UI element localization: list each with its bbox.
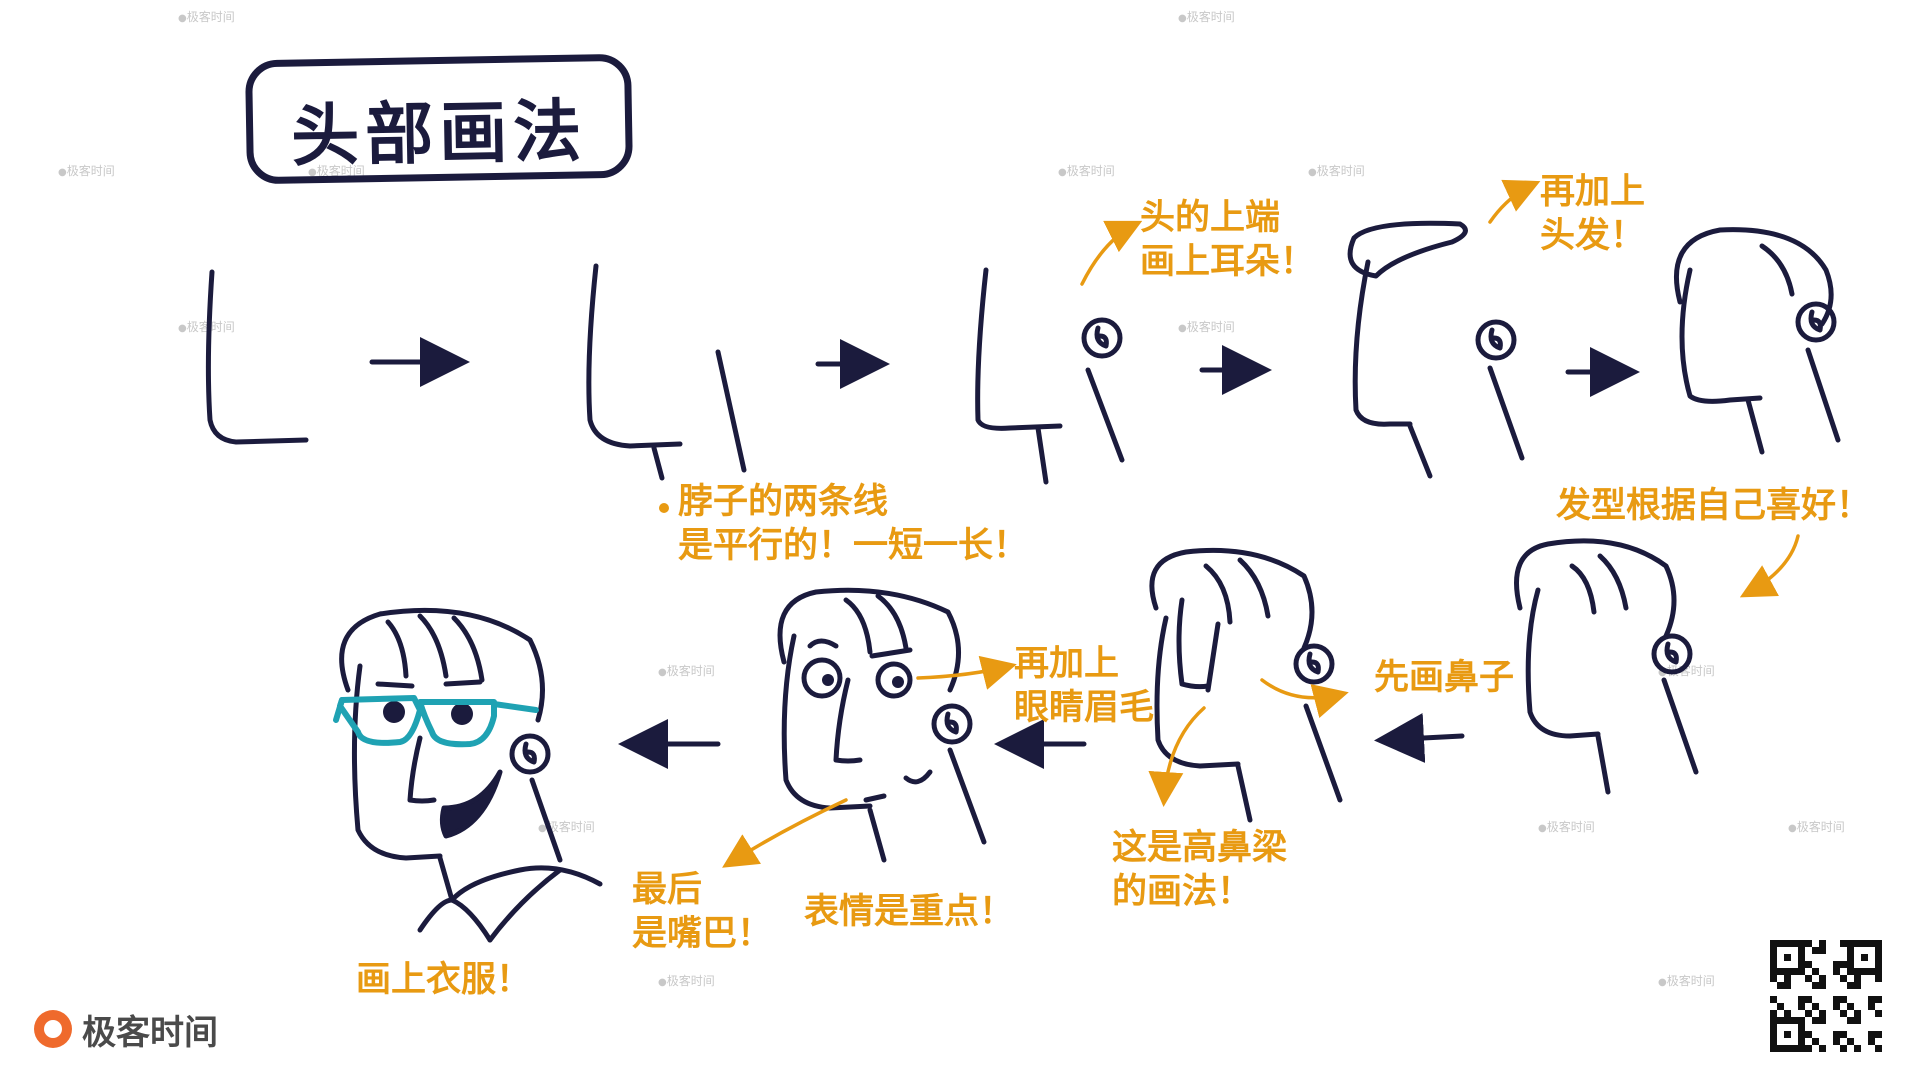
step-6-nose (1514, 538, 1699, 795)
watermark: 极客时间 (58, 162, 115, 179)
step-3-ear (975, 267, 1125, 485)
watermark: 极客时间 (1178, 8, 1235, 25)
step-8-eyes-expression (777, 587, 987, 863)
watermark: 极客时间 (1658, 662, 1715, 679)
note-hairstyle: 发型根据自己喜好！ (1556, 486, 1872, 526)
step-4-hair (1347, 220, 1525, 479)
bullet-dot (659, 503, 669, 513)
step-5-hairstyle (1674, 227, 1841, 455)
step-9-final-portrait (339, 607, 603, 943)
watermark: 极客时间 (658, 972, 715, 989)
watermark: 极客时间 (1788, 818, 1845, 835)
watermark: 极客时间 (308, 162, 365, 179)
step-2-face-neck (586, 263, 747, 481)
watermark: 极客时间 (538, 818, 595, 835)
brand-logo: 极客时间 (34, 1004, 218, 1054)
note-nose-bridge: 这是高鼻梁 的画法！ (1112, 828, 1288, 912)
callout-arrows (722, 179, 1800, 868)
brand-name: 极客时间 (82, 1012, 218, 1053)
glasses (333, 695, 539, 748)
watermark: 极客时间 (1538, 818, 1595, 835)
note-mouth: 最后 是嘴巴！ (632, 870, 773, 954)
note-neck: 脖子的两条线 是平行的！一短一长！ (678, 482, 1029, 566)
watermark: 极客时间 (1308, 162, 1365, 179)
note-ear: 头的上端 画上耳朵！ (1140, 198, 1316, 282)
watermark: 极客时间 (658, 662, 715, 679)
watermark: 极客时间 (178, 8, 235, 25)
note-eyes: 再加上 眼睛眉毛 (1014, 644, 1155, 728)
note-clothes: 画上衣服！ (356, 960, 532, 1000)
watermark: 极客时间 (1658, 972, 1715, 989)
step-1-face-line (205, 269, 309, 445)
watermark: 极客时间 (1178, 318, 1235, 335)
step-arrow (1374, 712, 1465, 763)
note-expression: 表情是重点！ (804, 892, 1015, 932)
step-7-nose-bridge (1149, 547, 1343, 823)
qr-code-icon (1770, 940, 1882, 1052)
watermark: 极客时间 (1058, 162, 1115, 179)
note-nose: 先画鼻子 (1374, 658, 1515, 698)
geektime-logo-icon (34, 1010, 72, 1048)
note-hair: 再加上 头发！ (1540, 172, 1646, 256)
